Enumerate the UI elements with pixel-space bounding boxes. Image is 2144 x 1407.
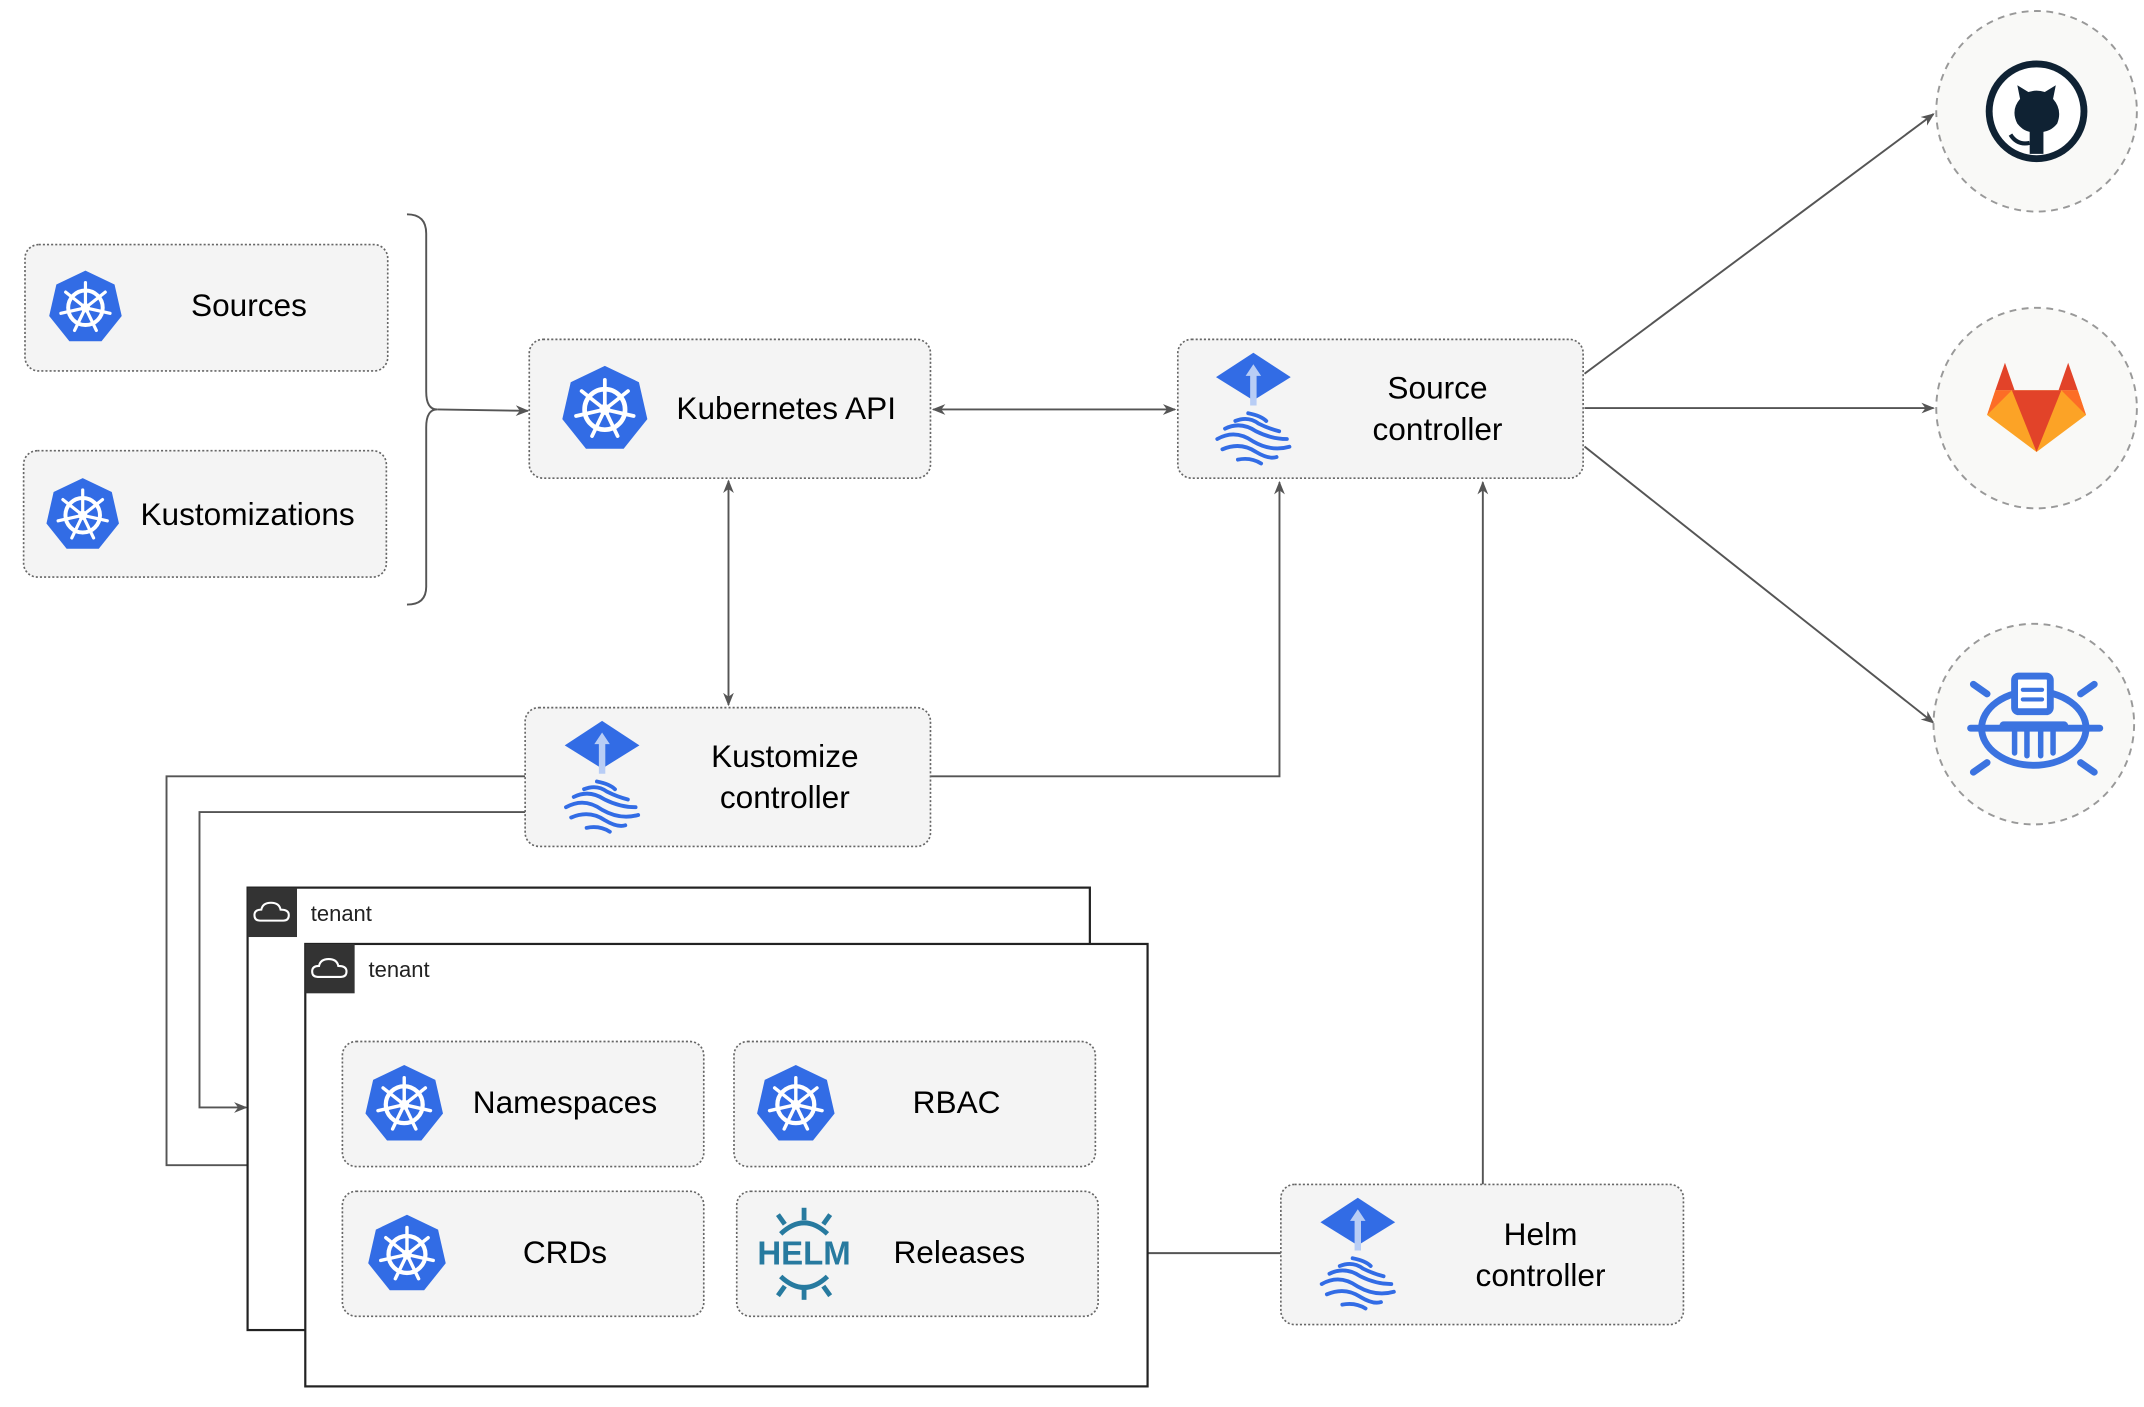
node-label-line: controller	[1373, 411, 1503, 447]
node-label-line: controller	[1476, 1257, 1606, 1293]
node-rbac[interactable]: RBAC	[733, 1040, 1097, 1168]
tenant-label: tenant	[369, 957, 430, 982]
node-kubernetes-api[interactable]: Kubernetes API	[528, 338, 932, 479]
brace	[406, 213, 438, 606]
gitlab-icon	[1987, 362, 2087, 453]
node-source-controller[interactable]: Source controller	[1176, 338, 1584, 479]
node-label-line: Helm	[1504, 1216, 1578, 1252]
external-gitlab[interactable]	[1935, 306, 2138, 510]
node-label-line: controller	[720, 779, 850, 815]
tenant-front: tenant Namespaces RBAC CRDs	[304, 942, 1149, 1388]
edge-crds-to-k8s-api	[437, 405, 530, 417]
node-releases[interactable]: HELM Releases	[735, 1190, 1099, 1318]
external-bucket[interactable]	[1932, 622, 2136, 826]
helm-icon: HELM	[757, 1207, 851, 1300]
node-label: CRDs	[523, 1234, 607, 1270]
node-helm-controller[interactable]: Helm controller	[1280, 1183, 1685, 1326]
helm-logo-text: HELM	[757, 1235, 850, 1272]
node-kustomizations[interactable]: Kustomizations	[22, 449, 388, 578]
node-label-line: Kustomize	[711, 738, 858, 774]
edge-kustomize-to-tenant-front	[165, 775, 526, 1171]
cloud-icon	[305, 943, 355, 994]
edge-kustomize-to-source	[930, 480, 1285, 778]
node-label-line: Source	[1387, 370, 1487, 406]
bucket-icon	[1967, 672, 2104, 776]
node-label: RBAC	[913, 1084, 1001, 1120]
external-github[interactable]	[1935, 10, 2138, 213]
node-label: Namespaces	[473, 1084, 657, 1120]
node-label: Releases	[893, 1234, 1025, 1270]
node-crds[interactable]: CRDs	[341, 1190, 705, 1318]
node-label: Kustomizations	[140, 496, 354, 532]
github-icon	[1985, 60, 2088, 163]
node-label: Sources	[191, 287, 307, 323]
edge-source-to-bucket	[1583, 445, 1935, 724]
edge-kustomize-to-tenant-back	[198, 811, 526, 1113]
node-kustomize-controller[interactable]: Kustomize controller	[524, 706, 932, 848]
edges	[165, 113, 1935, 1259]
node-namespaces[interactable]: Namespaces	[341, 1040, 705, 1168]
tenant-label: tenant	[311, 901, 372, 926]
edge-source-to-github	[1583, 113, 1935, 375]
node-label: Kubernetes API	[676, 390, 896, 426]
cloud-icon	[247, 887, 298, 938]
node-sources[interactable]: Sources	[24, 243, 389, 372]
